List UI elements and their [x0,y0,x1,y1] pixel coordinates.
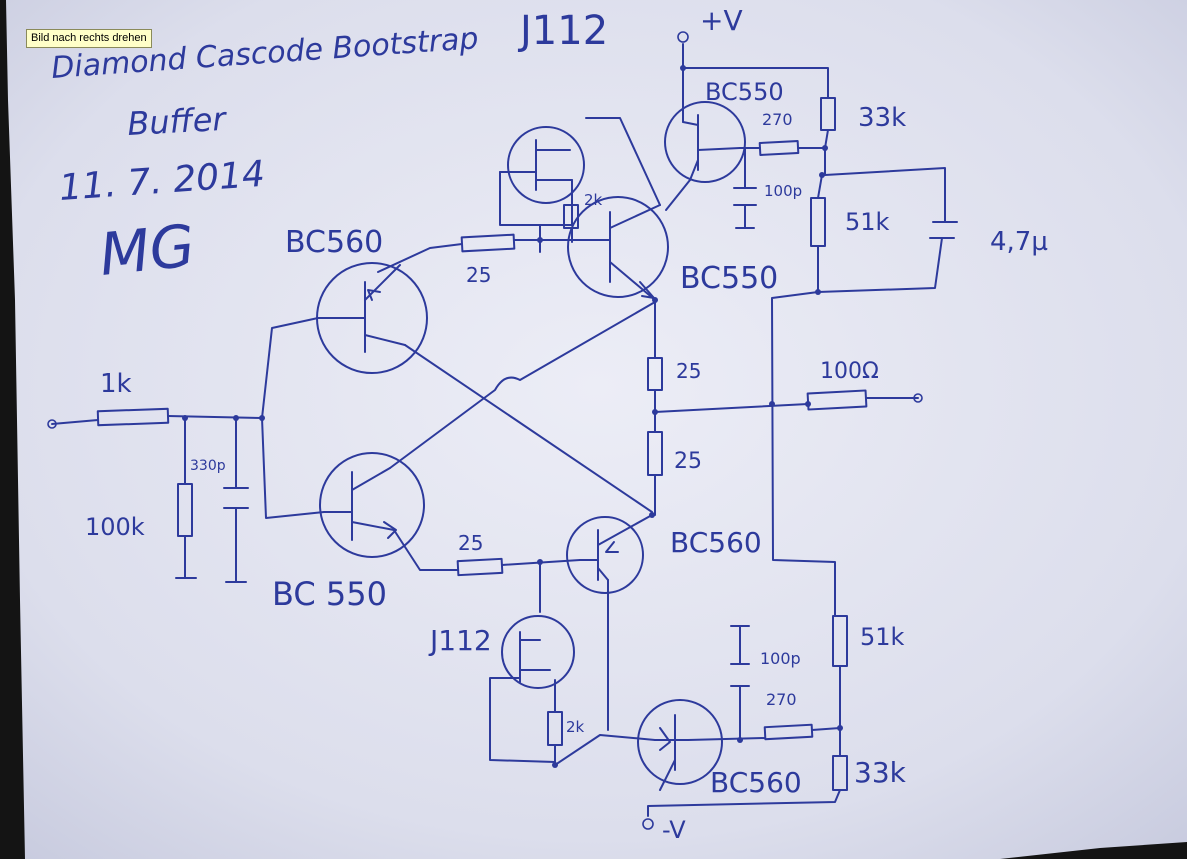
paper-sheet [6,0,1187,859]
title-line2: Buffer [126,100,228,143]
label-q-bottom-right: BC560 [670,526,762,559]
transistor-bc550-top-right [567,196,669,301]
label-r-base-bottom: 25 [458,531,483,555]
label-r-51k-bottom: 51k [860,623,905,651]
junction-dots [182,65,843,768]
label-r-270-bottom: 270 [766,690,797,709]
label-r-33k-bottom: 33k [854,756,907,789]
signature: MG [96,211,198,289]
label-r-bias: 100k [85,513,145,541]
component-labels: BC560 BC550 BC550 BC 550 BC560 BC560 J11… [85,4,1048,844]
label-c-100p-bottom: 100p [760,649,801,668]
label-supply-neg: -V [662,816,686,844]
resistors [96,97,868,791]
label-q-top-cascode: BC550 [705,78,784,106]
transistor-bc560-bottom-right [566,514,653,594]
transistor-bc560-cascode-bottom [637,699,723,791]
transistor-bc550-bottom-left [319,452,425,558]
label-r-out: 100Ω [820,359,879,384]
label-jfet-bottom: J112 [428,624,492,657]
label-c-in: 330p [190,458,226,474]
label-r-270-top: 270 [762,110,793,129]
wiring [47,31,958,830]
jfet-j112-bottom [501,615,575,689]
label-jfet-top: J112 [517,8,608,54]
label-r-base-top: 25 [466,263,491,287]
transistor-bc550-cascode-top [664,101,746,183]
transistor-bc560-top-left [316,262,428,374]
label-q-top-left: BC560 [285,225,383,260]
label-q-top-right: BC550 [680,261,778,296]
label-r-emit-bottom: 25 [674,449,702,474]
label-r-in: 1k [100,369,132,399]
label-c-100p-top: 100p [764,182,802,200]
label-r-33k-top: 33k [858,103,906,133]
label-r-emit-top: 25 [676,359,701,383]
label-r-51k-top: 51k [845,208,890,236]
label-c-boot: 4,7µ [990,227,1048,257]
label-q-bottom-left: BC 550 [272,575,387,613]
label-r-jfet-bottom: 2k [566,718,585,736]
label-r-jfet-top: 2k [584,191,603,209]
capacitors [223,187,757,509]
label-supply-pos: +V [700,4,743,37]
rotate-tooltip: Bild nach rechts drehen [26,29,152,48]
label-q-bottom-cascode: BC560 [710,766,802,799]
jfet-j112-top [499,126,585,204]
